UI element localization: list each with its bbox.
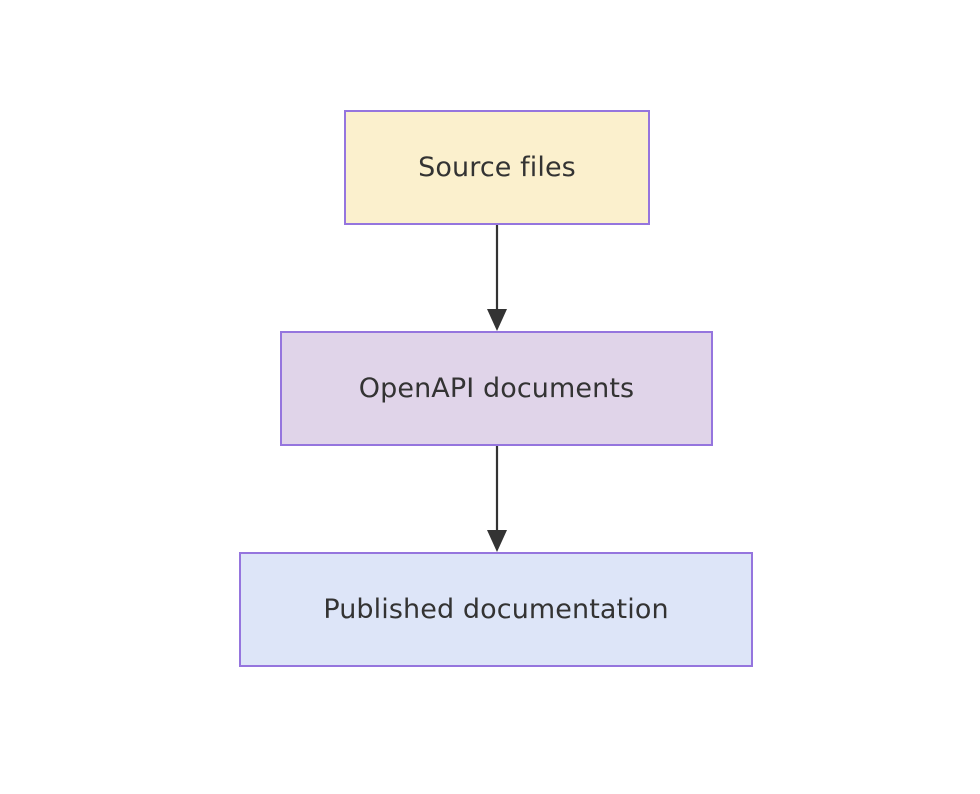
node-source-files[interactable]: Source files: [344, 110, 650, 225]
edge-openapi-documents-to-published-documentation: [487, 446, 507, 552]
node-openapi-documents[interactable]: OpenAPI documents: [280, 331, 713, 446]
node-published-documentation-label: Published documentation: [323, 593, 669, 625]
edge-source-files-to-openapi-documents: [487, 225, 507, 331]
node-published-documentation[interactable]: Published documentation: [239, 552, 753, 667]
node-source-files-label: Source files: [418, 151, 576, 183]
node-openapi-documents-label: OpenAPI documents: [358, 372, 635, 404]
